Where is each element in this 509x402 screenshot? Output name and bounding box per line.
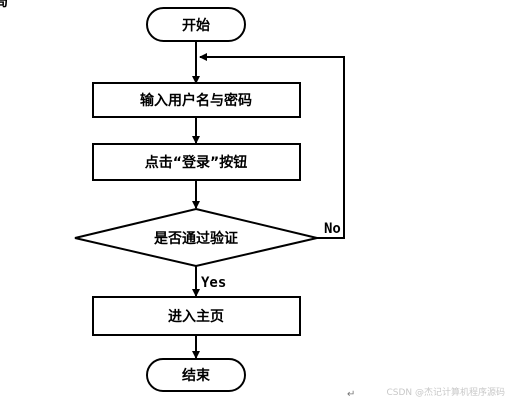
start-terminator bbox=[146, 7, 246, 42]
enter-home-process bbox=[92, 296, 301, 336]
return-mark: ↵ bbox=[347, 389, 355, 400]
corner-mark: 局 bbox=[0, 0, 8, 10]
input-credentials-process bbox=[92, 82, 301, 118]
click-login-label: 点击“登录”按钮 bbox=[145, 154, 247, 171]
enter-home-label: 进入主页 bbox=[168, 308, 224, 325]
edge-no-loop-back bbox=[199, 53, 345, 239]
click-login-process bbox=[92, 143, 301, 181]
verification-decision bbox=[74, 207, 318, 268]
no-edge-label: No bbox=[324, 221, 341, 237]
input-credentials-label: 输入用户名与密码 bbox=[140, 92, 252, 109]
csdn-watermark: CSDN @杰记计算机程序源码 bbox=[386, 386, 505, 398]
start-label: 开始 bbox=[182, 17, 210, 34]
yes-edge-label: Yes bbox=[201, 275, 226, 291]
end-label: 结束 bbox=[182, 367, 211, 384]
verification-decision-label: 是否通过验证 bbox=[154, 230, 238, 247]
end-terminator bbox=[146, 358, 246, 392]
